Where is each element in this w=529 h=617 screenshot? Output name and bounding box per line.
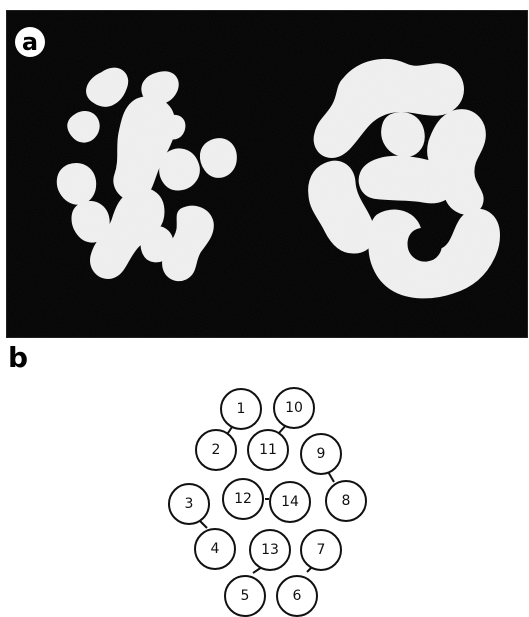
micrograph-grain — [7, 11, 527, 337]
subunit-1-label: 1 — [237, 401, 246, 417]
subunit-3-label: 3 — [185, 496, 194, 512]
subunit-12-label: 12 — [234, 491, 252, 507]
subunit-diagram-panel: 1 2 3 4 5 6 7 8 9 10 11 12 13 14 — [0, 370, 529, 617]
subunit-9-label: 9 — [317, 446, 326, 462]
diagram-nodes — [169, 388, 366, 616]
subunit-4-label: 4 — [211, 541, 220, 557]
subunit-10-label: 10 — [285, 400, 303, 416]
subunit-11-label: 11 — [259, 442, 277, 458]
panel-b-label: b — [8, 344, 28, 372]
subunit-2-label: 2 — [212, 442, 221, 458]
subunit-8-label: 8 — [342, 493, 351, 509]
micrograph-image — [7, 11, 527, 337]
micrograph-panel: a — [6, 10, 528, 338]
subunit-5-label: 5 — [241, 588, 250, 604]
subunit-14-label: 14 — [281, 494, 299, 510]
subunit-7-label: 7 — [317, 542, 326, 558]
subunit-6-label: 6 — [293, 588, 302, 604]
subunit-13-label: 13 — [261, 542, 279, 558]
subunit-diagram: 1 2 3 4 5 6 7 8 9 10 11 12 13 14 — [0, 370, 529, 617]
panel-a-label: a — [15, 27, 45, 57]
